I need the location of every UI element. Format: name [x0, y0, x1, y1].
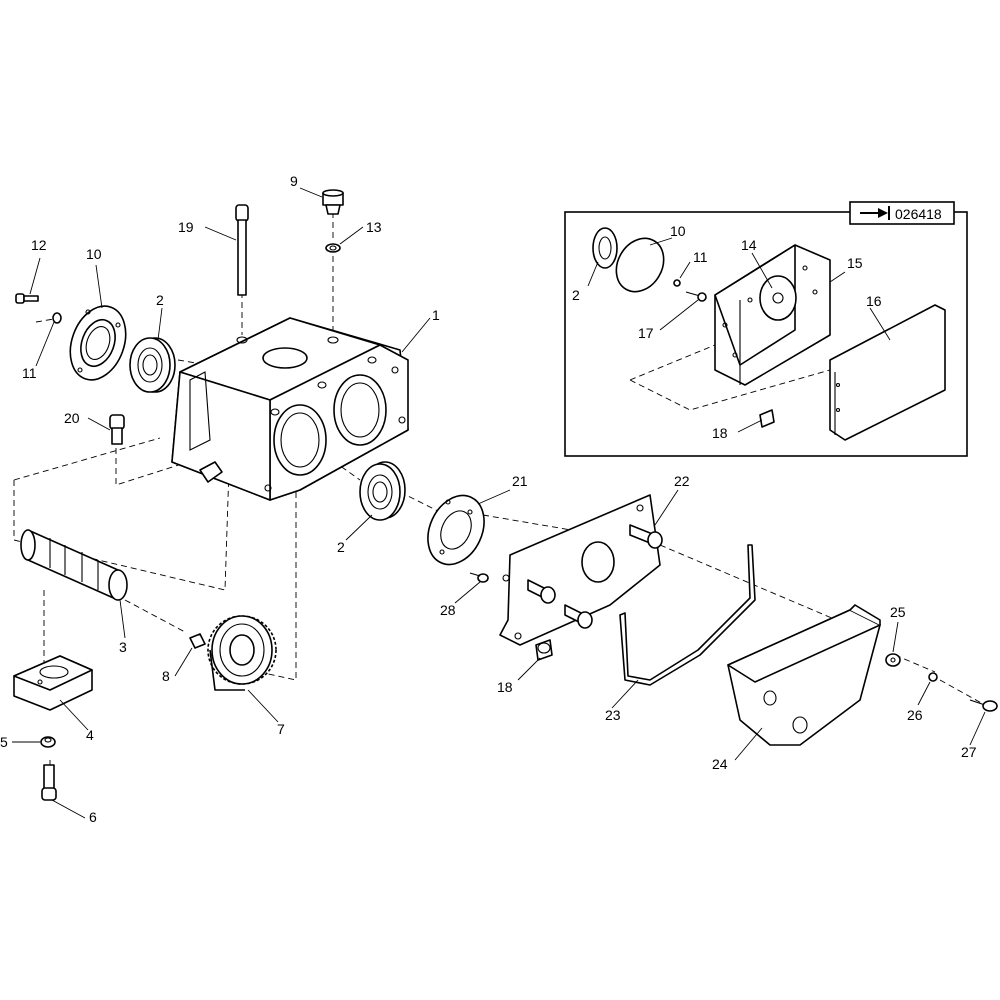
callout-2-center: 2 — [337, 539, 345, 555]
callout-21: 21 — [512, 473, 528, 489]
callout-18: 18 — [497, 679, 513, 695]
inset-callout-17: 17 — [638, 325, 654, 341]
inset-part-18-bolt — [759, 409, 775, 428]
part-18-flange-bolt — [535, 639, 553, 661]
part-4-clamp-block — [13, 655, 93, 711]
callout-23: 23 — [605, 707, 621, 723]
callout-20: 20 — [64, 410, 80, 426]
part-23-seal-band — [619, 544, 756, 686]
part-19-long-bolt — [235, 204, 249, 296]
inset-part-16-cover — [829, 304, 946, 441]
inset-callout-14: 14 — [741, 237, 757, 253]
inset-part-2-bearing — [592, 227, 618, 269]
callout-24: 24 — [712, 756, 728, 772]
part-1-gearbox-housing — [171, 317, 409, 501]
part-20-cap-screw — [109, 414, 125, 445]
callout-5: 5 — [0, 734, 8, 750]
part-27-bolt — [969, 699, 998, 712]
part-9-plug — [322, 189, 344, 215]
part-22-mounting-plate — [499, 494, 663, 646]
callout-4: 4 — [86, 727, 94, 743]
inset-part-17-screw — [685, 291, 707, 302]
part-26-lock-washer — [928, 672, 938, 682]
part-12-bolt — [15, 293, 39, 304]
inset-part-10-gasket — [615, 237, 665, 293]
callout-10: 10 — [86, 246, 102, 262]
part-3-shaft — [20, 529, 128, 601]
callout-25: 25 — [890, 604, 906, 620]
detail-inset: 026418 — [564, 201, 968, 457]
callout-2-left: 2 — [156, 292, 164, 308]
callout-12: 12 — [31, 237, 47, 253]
callout-22: 22 — [674, 473, 690, 489]
inset-callout-11: 11 — [693, 249, 708, 265]
inset-callout-2: 2 — [572, 287, 580, 303]
callout-7: 7 — [277, 721, 285, 737]
part-24-guard — [727, 604, 881, 746]
callout-27: 27 — [961, 744, 977, 760]
part-10-seal-cover-left — [69, 305, 127, 381]
inset-reference-number: 026418 — [895, 206, 942, 222]
part-13-washer — [325, 243, 341, 253]
part-6-bolt — [41, 764, 57, 801]
inset-callout-15: 15 — [847, 255, 863, 271]
part-11-washer-left — [52, 312, 62, 324]
callout-28: 28 — [440, 602, 456, 618]
leader-lines — [12, 187, 986, 819]
part-8-key — [189, 633, 206, 649]
part-5-nut — [40, 736, 56, 748]
callout-labels: 1 9 13 19 12 10 11 2 20 3 4 5 6 7 8 2 21… — [0, 173, 977, 825]
callout-11: 11 — [22, 365, 37, 381]
callout-1: 1 — [432, 307, 440, 323]
inset-callout-18: 18 — [712, 425, 728, 441]
callout-19: 19 — [178, 219, 194, 235]
inset-part-11-washer — [673, 279, 681, 287]
inset-part-14-plate — [759, 275, 797, 321]
callout-9: 9 — [290, 173, 298, 189]
callout-26: 26 — [907, 707, 923, 723]
part-21-end-cover — [427, 494, 485, 566]
callout-3: 3 — [119, 639, 127, 655]
part-2-bearing-left — [129, 337, 176, 393]
part-7-gear — [207, 615, 277, 691]
part-25-washer — [885, 653, 901, 667]
callout-13: 13 — [366, 219, 382, 235]
inset-callout-16: 16 — [866, 293, 882, 309]
callout-8: 8 — [162, 668, 170, 684]
part-28-small-screw — [469, 572, 489, 583]
callout-6: 6 — [89, 809, 97, 825]
part-2-bearing-center — [359, 461, 406, 521]
inset-callout-10: 10 — [670, 223, 686, 239]
